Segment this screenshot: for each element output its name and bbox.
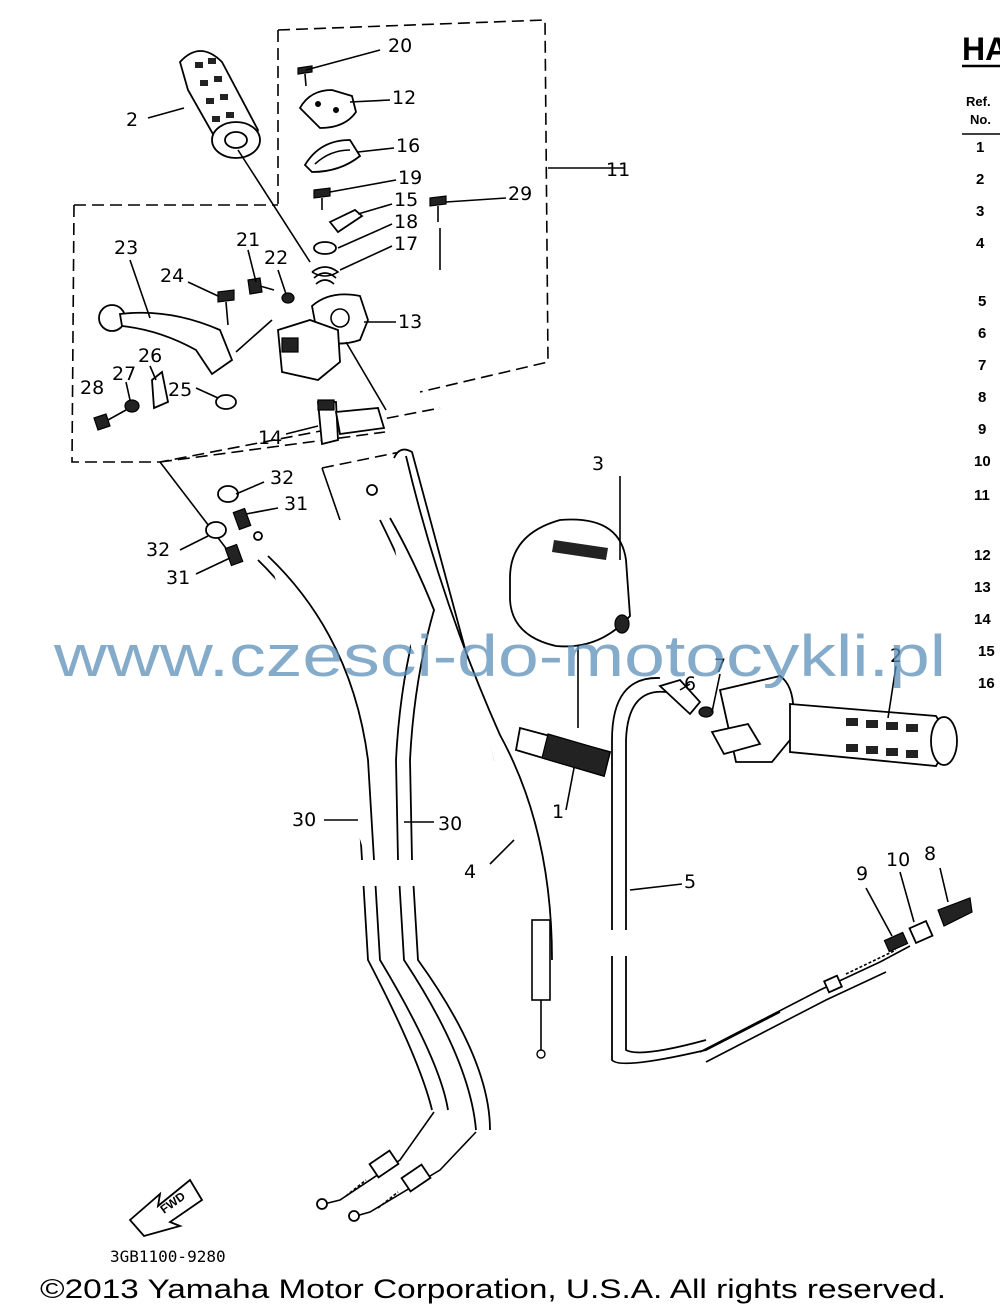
callout-29: 29 bbox=[508, 183, 532, 205]
callout-7: 7 bbox=[714, 655, 726, 677]
list-col-ref: Ref. bbox=[966, 94, 991, 109]
callout-19: 19 bbox=[398, 167, 422, 189]
ref-number-14: 14 bbox=[974, 611, 991, 628]
callout-numbers: 20 12 16 11 19 15 18 17 29 2 23 21 22 24… bbox=[80, 35, 936, 893]
callout-9: 9 bbox=[856, 863, 868, 885]
ref-number-6: 6 bbox=[978, 325, 986, 342]
control-cables-30 bbox=[205, 484, 630, 1222]
ref-number-7: 7 bbox=[978, 357, 986, 374]
right-controls bbox=[509, 518, 958, 767]
callout-3: 3 bbox=[592, 453, 604, 475]
callout-2-right: 2 bbox=[890, 645, 902, 667]
clutch-lever-assembly bbox=[93, 277, 387, 446]
callout-28: 28 bbox=[80, 377, 104, 399]
ref-number-16: 16 bbox=[978, 675, 995, 692]
ref-number-1: 1 bbox=[976, 139, 984, 156]
callout-26: 26 bbox=[138, 345, 162, 367]
ref-number-4: 4 bbox=[976, 235, 985, 252]
leader-lines bbox=[125, 49, 949, 937]
callout-32-lower: 32 bbox=[146, 539, 170, 561]
ref-number-10: 10 bbox=[974, 453, 991, 470]
callout-22: 22 bbox=[264, 247, 288, 269]
assembly-outlines bbox=[71, 19, 625, 561]
ref-number-11: 11 bbox=[974, 487, 990, 504]
ref-number-13: 13 bbox=[974, 579, 991, 596]
callout-20: 20 bbox=[388, 35, 412, 57]
ref-number-5: 5 bbox=[978, 293, 986, 310]
callout-10: 10 bbox=[886, 849, 910, 871]
callout-32-upper: 32 bbox=[270, 467, 294, 489]
callout-25: 25 bbox=[168, 379, 192, 401]
callout-24: 24 bbox=[160, 265, 184, 287]
callout-15: 15 bbox=[394, 189, 418, 211]
list-title: HA bbox=[962, 31, 1000, 67]
callout-13: 13 bbox=[398, 311, 422, 333]
callout-27: 27 bbox=[112, 363, 136, 385]
ref-number-8: 8 bbox=[978, 389, 986, 406]
callout-21: 21 bbox=[236, 229, 260, 251]
ref-number-15: 15 bbox=[978, 643, 995, 660]
ref-number-9: 9 bbox=[978, 421, 986, 438]
callout-16: 16 bbox=[396, 135, 420, 157]
callout-31-upper: 31 bbox=[284, 493, 308, 515]
callout-2-left: 2 bbox=[126, 109, 138, 131]
ref-number-2: 2 bbox=[976, 171, 984, 188]
callout-18: 18 bbox=[394, 211, 418, 233]
throttle-housing-parts bbox=[297, 65, 447, 345]
callout-1: 1 bbox=[552, 801, 564, 823]
callout-8: 8 bbox=[924, 843, 936, 865]
watermark-text: www.czesci-do-motocykli.pl bbox=[53, 624, 946, 689]
callout-6: 6 bbox=[684, 673, 696, 695]
callout-4: 4 bbox=[464, 861, 476, 883]
callout-30-right: 30 bbox=[438, 813, 462, 835]
callout-11: 11 bbox=[606, 159, 630, 181]
callout-30-left: 30 bbox=[292, 809, 316, 831]
callout-23: 23 bbox=[114, 237, 138, 259]
ref-number-3: 3 bbox=[976, 203, 984, 220]
fwd-arrow: FWD bbox=[128, 1178, 204, 1238]
callout-17: 17 bbox=[394, 233, 418, 255]
callout-5: 5 bbox=[684, 871, 696, 893]
ref-number-12: 12 bbox=[974, 547, 991, 564]
callout-12: 12 bbox=[392, 87, 416, 109]
callout-31-lower: 31 bbox=[166, 567, 190, 589]
handlebar-and-cables bbox=[393, 448, 973, 1065]
left-grip bbox=[178, 50, 311, 263]
drawing-number: 3GB1100-9280 bbox=[110, 1247, 226, 1266]
copyright-notice: ©2013 Yamaha Motor Corporation, U.S.A. A… bbox=[40, 1274, 946, 1304]
callout-14: 14 bbox=[258, 427, 282, 449]
list-col-no: No. bbox=[970, 112, 991, 127]
